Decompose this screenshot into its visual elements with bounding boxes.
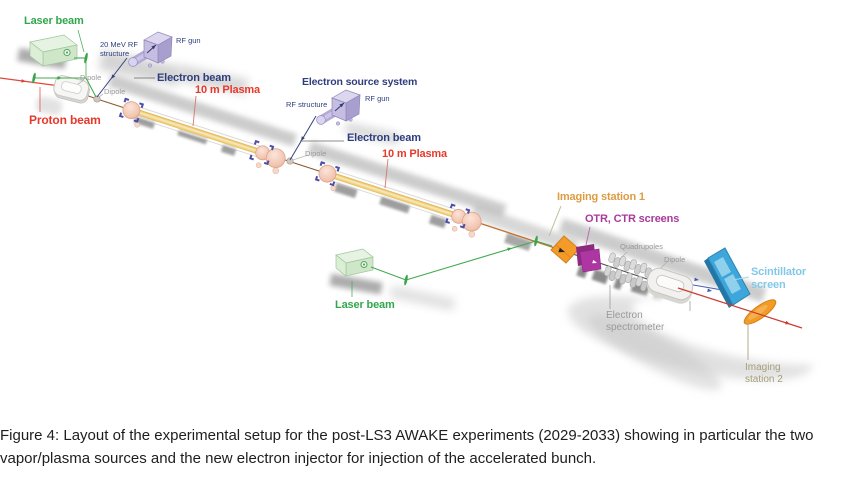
imaging-station-2-screen [743, 299, 777, 325]
label-dipole-4: Dipole [664, 255, 686, 264]
rf-gun-2 [316, 89, 361, 126]
label-imaging-station-1: Imaging station 1 [557, 191, 645, 203]
label-scintillator-screen: Scintillator screen [751, 266, 807, 292]
diagram-canvas [0, 29, 838, 390]
label-proton-beam: Proton beam [29, 113, 101, 127]
label-plasma-1: 10 m Plasma [195, 84, 261, 96]
scintillator-screen-shape [704, 247, 751, 308]
label-electron-beam-2: Electron beam [347, 132, 421, 144]
label-quadrupoles: Quadrupoles [620, 242, 663, 251]
label-dipole-1: Dipole [80, 73, 102, 82]
label-electron-beam-1: Electron beam [157, 72, 231, 84]
label-electron-spectrometer: Electron spectrometer [606, 310, 665, 334]
merge-dipole-2 [286, 157, 294, 165]
laser-box-1 [29, 34, 78, 67]
label-imaging-station-2: Imaging station 2 [745, 362, 783, 386]
proton-beam-line-end [677, 287, 803, 329]
merge-dipole-1 [93, 95, 101, 103]
label-dipole-3: Dipole [305, 149, 327, 158]
label-rf-gun-1: RF gun [176, 36, 201, 45]
label-electron-source-system: Electron source system [302, 76, 418, 88]
laser-path-2 [351, 240, 553, 297]
label-otr-ctr-screens: OTR, CTR screens [585, 213, 680, 225]
label-dipole-2: Dipole [104, 87, 126, 96]
laser-mirror-3 [404, 274, 408, 286]
label-rf-structure-1: 20 MeV RF structure [100, 40, 138, 59]
otr-ctr-screens-shape [576, 244, 602, 273]
dipole-magnet-1 [53, 75, 90, 104]
label-laser-beam-1: Laser beam [24, 15, 84, 27]
laser-mirror-1 [84, 52, 88, 64]
figure-caption: Figure 4: Layout of the experimental set… [0, 427, 814, 467]
label-laser-beam-2: Laser beam [335, 299, 395, 311]
laser-mirror-2 [32, 72, 36, 84]
laser-mirror-4 [534, 235, 538, 247]
quadrupole-magnets [604, 252, 653, 292]
leader-lines [39, 77, 750, 360]
label-rf-structure-2: RF structure [286, 100, 328, 109]
proton-beam-line [0, 77, 61, 87]
shadows [17, 47, 838, 390]
dipole-magnet-spectrometer [646, 267, 694, 304]
laser-box-2 [335, 248, 374, 277]
label-rf-gun-2: RF gun [365, 94, 390, 103]
label-plasma-2: 10 m Plasma [382, 148, 448, 160]
